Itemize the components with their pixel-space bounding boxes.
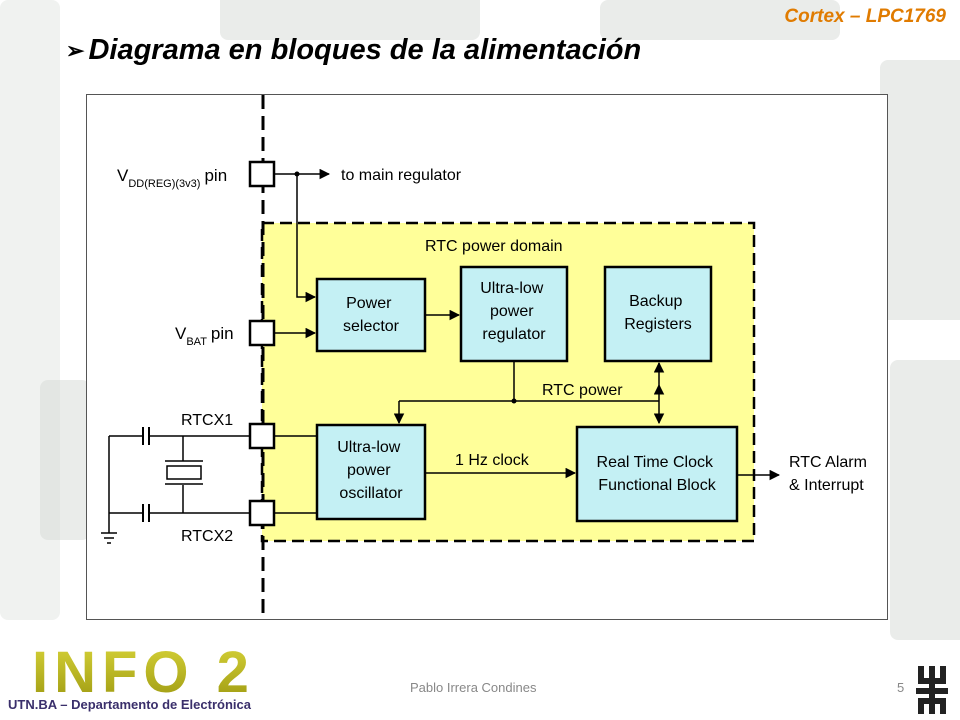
diagram-canvas: RTC power domain VDD(REG)(3v3)pin to mai… xyxy=(101,95,871,619)
power-selector-block xyxy=(315,277,427,353)
ultra-low-regulator-block xyxy=(459,265,569,363)
header-tag: Cortex – LPC1769 xyxy=(784,6,946,27)
backup-registers-label: Backup Registers xyxy=(624,293,692,333)
ultra-low-oscillator-block xyxy=(315,423,427,521)
vdd-pin-label: VDD(REG)(3v3)pin xyxy=(117,166,227,190)
rtcx2-pin xyxy=(248,499,276,527)
block-diagram: RTC power domain VDD(REG)(3v3)pin to mai… xyxy=(86,94,888,620)
page-title-text: Diagrama en bloques de la alimentación xyxy=(88,34,642,66)
vbat-pin xyxy=(248,319,276,347)
rtc-alarm-label: RTC Alarm & Interrupt xyxy=(789,454,871,494)
to-main-regulator-label: to main regulator xyxy=(341,167,462,184)
footer-author: Pablo Irrera Condines xyxy=(410,680,537,695)
ultra-low-regulator-label: Ultra-low power regulator xyxy=(480,280,548,343)
rtcx2-label: RTCX2 xyxy=(181,528,233,545)
rtc-power-label: RTC power xyxy=(542,382,623,399)
info2-logo-text: INFO 2 xyxy=(32,642,255,702)
rtcx1-pin xyxy=(248,422,276,450)
rtc-functional-block xyxy=(575,425,739,523)
info2-logo: INFO 2 xyxy=(30,642,280,714)
arrow-bullet-icon: ➢ xyxy=(66,37,85,63)
footer-department: UTN.BA – Departamento de Electrónica xyxy=(8,697,251,712)
rtc-functional-block-label: Real Time Clock Functional Block xyxy=(597,454,718,494)
power-selector-label: Power selector xyxy=(343,295,400,335)
backup-registers-block xyxy=(603,265,713,363)
vdd-to-selector-wire xyxy=(296,174,317,303)
rtc-power-domain-label: RTC power domain xyxy=(425,238,563,255)
rtcx1-label: RTCX1 xyxy=(181,412,233,429)
clock-1hz-label: 1 Hz clock xyxy=(455,452,530,469)
vdd-pin xyxy=(248,160,276,188)
utn-logo-icon xyxy=(916,666,948,714)
page-number: 5 xyxy=(897,680,905,695)
page-title: ➢ Diagrama en bloques de la alimentación xyxy=(66,34,641,67)
external-crystal-circuit xyxy=(101,427,250,544)
ultra-low-oscillator-label: Ultra-low power oscillator xyxy=(337,439,405,502)
